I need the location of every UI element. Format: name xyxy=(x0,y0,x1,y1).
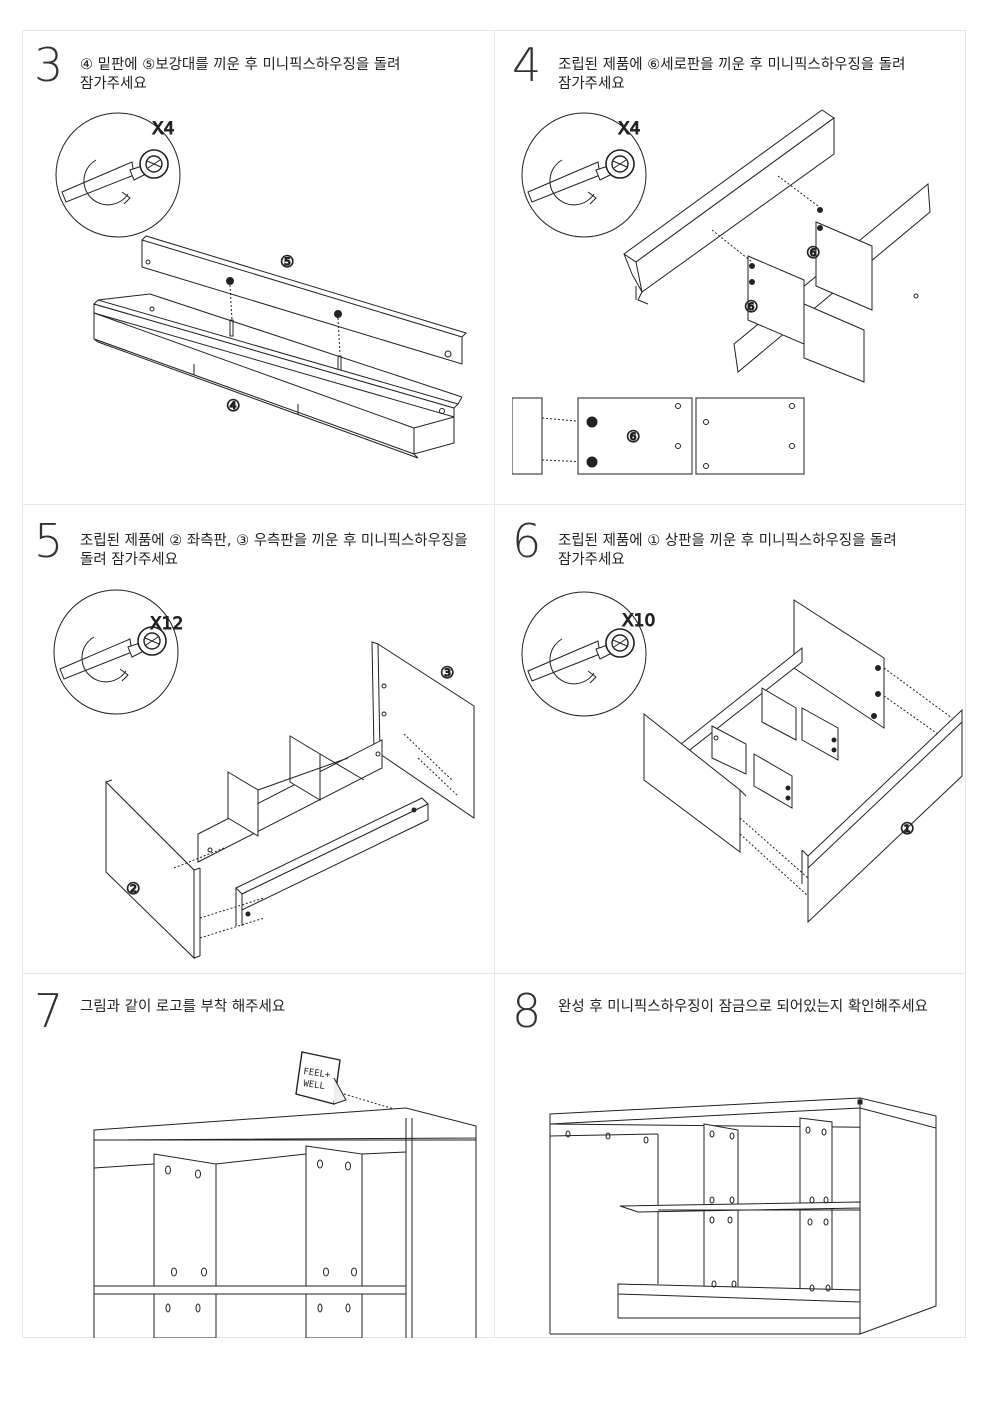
part-label-5: ⑤ xyxy=(280,252,294,271)
part-label-1: ① xyxy=(900,819,914,838)
step-number: 5 xyxy=(34,514,64,568)
quantity-label: X4 xyxy=(618,119,640,139)
step-3: 3 ④ 밑판에 ⑤보강대를 끼운 후 미니픽스하우징을 돌려 잠가주세요 X4 … xyxy=(34,42,489,502)
step-instruction: ④ 밑판에 ⑤보강대를 끼운 후 미니픽스하우징을 돌려 잠가주세요 xyxy=(80,57,401,92)
step-3-diagram: X4 ⑤ ④ xyxy=(34,42,489,502)
quantity-label: X10 xyxy=(622,611,655,631)
step-6: 6 조립된 제품에 ① 상판을 끼운 후 미니픽스하우징을 돌려 잠가주세요 X… xyxy=(512,518,964,963)
part-label-4: ④ xyxy=(226,396,240,415)
divider-detail xyxy=(512,398,804,474)
column-divider xyxy=(494,31,495,1337)
row-divider-1 xyxy=(23,504,965,505)
step-instruction: 완성 후 미니픽스하우징이 잠금으로 되어있는지 확인해주세요 xyxy=(558,999,928,1015)
step-7: 7 그림과 같이 로고를 부착 해주세요 FEEL+ WELL xyxy=(34,988,489,1338)
step-number: 4 xyxy=(512,38,542,92)
quantity-label: X12 xyxy=(150,614,183,634)
part-label-6a: ⑥ xyxy=(806,243,820,262)
step-7-diagram: FEEL+ WELL xyxy=(34,988,489,1338)
part-label-3: ③ xyxy=(440,663,454,682)
step-number: 7 xyxy=(34,984,64,1038)
cabinet-body xyxy=(644,648,962,922)
part-label-6b: ⑥ xyxy=(744,297,758,316)
part-label-6c: ⑥ xyxy=(626,427,640,446)
quantity-label: X4 xyxy=(152,119,174,139)
step-5: 5 조립된 제품에 ② 좌측판, ③ 우측판을 끼운 후 미니픽스하우징을 돌려… xyxy=(34,518,489,963)
minifix-detail-circle xyxy=(54,590,178,714)
step-8-diagram xyxy=(512,988,964,1338)
center-frame xyxy=(198,736,428,926)
step-instruction: 조립된 제품에 ① 상판을 끼운 후 미니픽스하우징을 돌려 잠가주세요 xyxy=(558,533,897,568)
step-instruction: 그림과 같이 로고를 부착 해주세요 xyxy=(80,999,286,1015)
step-number: 6 xyxy=(512,514,542,568)
bottom-panel xyxy=(94,294,462,458)
step-8: 8 완성 후 미니픽스하우징이 잠금으로 되어있는지 확인해주세요 xyxy=(512,988,964,1338)
row-divider-2 xyxy=(23,973,965,974)
reinforcement-bar xyxy=(142,236,466,372)
left-side-panel xyxy=(106,780,264,958)
step-5-diagram: X12 ③ xyxy=(34,518,489,963)
step-6-diagram: X10 ① xyxy=(512,518,964,963)
instruction-sheet xyxy=(22,30,966,1338)
logo-text-line-2: WELL xyxy=(303,1079,326,1092)
step-number: 8 xyxy=(512,984,542,1038)
vertical-divider-long xyxy=(712,176,930,382)
right-side-panel xyxy=(372,642,474,818)
logo-text-line-1: FEEL+ xyxy=(303,1067,332,1081)
assembled-bottom-panel xyxy=(624,110,834,304)
part-label-2: ② xyxy=(126,879,140,898)
completed-cabinet xyxy=(550,1098,936,1334)
minifix-detail-circle xyxy=(56,113,180,237)
minifix-detail-circle xyxy=(522,113,646,237)
cabinet-top-view xyxy=(94,1108,476,1338)
step-instruction: 조립된 제품에 ② 좌측판, ③ 우측판을 끼운 후 미니픽스하우징을 돌려 잠… xyxy=(80,533,468,568)
step-instruction: 조립된 제품에 ⑥세로판을 끼운 후 미니픽스하우징을 돌려 잠가주세요 xyxy=(558,57,906,92)
minifix-detail-circle xyxy=(522,592,646,716)
step-4: 4 조립된 제품에 ⑥세로판을 끼운 후 미니픽스하우징을 돌려 잠가주세요 X… xyxy=(512,42,964,502)
step-4-diagram: X4 ⑥ ⑥ xyxy=(512,42,964,502)
step-number: 3 xyxy=(34,38,64,92)
logo-sticker: FEEL+ WELL xyxy=(296,1052,408,1117)
